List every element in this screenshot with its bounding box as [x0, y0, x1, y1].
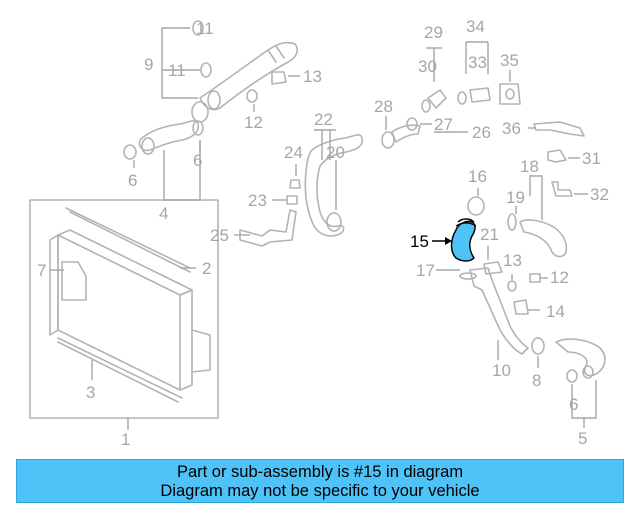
callout-22: 22: [314, 110, 333, 129]
callout-18: 18: [520, 157, 539, 176]
callout-13a: 13: [303, 67, 322, 86]
callout-29: 29: [424, 23, 443, 42]
callout-36: 36: [502, 119, 521, 138]
callout-6a: 6: [128, 171, 137, 190]
callout-19: 19: [506, 188, 525, 207]
callout-6c: 6: [569, 395, 578, 414]
callout-31: 31: [582, 149, 601, 168]
callout-12a: 12: [244, 113, 263, 132]
callout-13b: 13: [503, 251, 522, 270]
callout-5: 5: [578, 429, 587, 448]
middle-pipe-group: [234, 129, 364, 247]
callout-labels: 1 2 3 4 5 6 6 6 7 8 9 10 11 11 12 12 13 …: [37, 17, 609, 449]
callout-7: 7: [37, 261, 46, 280]
callout-8: 8: [532, 371, 541, 390]
callout-24: 24: [284, 143, 303, 162]
banner-line-1: Part or sub-assembly is #15 in diagram: [176, 463, 464, 481]
callout-35: 35: [500, 51, 519, 70]
callout-23: 23: [248, 191, 267, 210]
callout-10: 10: [492, 361, 511, 380]
callout-15: 15: [410, 232, 429, 251]
callout-16: 16: [468, 167, 487, 186]
callout-28: 28: [374, 97, 393, 116]
upper-right-group: [381, 41, 588, 197]
callout-4: 4: [159, 204, 168, 223]
part-15-highlighted[interactable]: [432, 218, 477, 262]
callout-34: 34: [466, 17, 485, 36]
upper-hose-group: [123, 20, 300, 201]
callout-25: 25: [210, 226, 229, 245]
callout-26: 26: [472, 123, 491, 142]
info-banner: Part or sub-assembly is #15 in diagram D…: [16, 459, 624, 503]
callout-11a: 11: [196, 19, 214, 38]
callout-2: 2: [202, 259, 211, 278]
callout-6b: 6: [193, 151, 202, 170]
callout-27: 27: [434, 115, 453, 134]
lower-right-group: [436, 175, 606, 428]
callout-32: 32: [590, 185, 609, 204]
callout-12b: 12: [550, 268, 569, 287]
callout-17: 17: [416, 261, 435, 280]
callout-30: 30: [418, 57, 437, 76]
callout-9: 9: [144, 55, 153, 74]
callout-20: 20: [326, 143, 345, 162]
banner-line-2: Diagram may not be specific to your vehi…: [160, 482, 480, 500]
intercooler-assembly: [29, 199, 219, 430]
callout-3: 3: [86, 383, 95, 402]
callout-11b: 11: [168, 61, 186, 80]
part-15-shape: [450, 220, 476, 262]
callout-14: 14: [546, 302, 565, 321]
callout-33: 33: [468, 53, 487, 72]
callout-21: 21: [480, 225, 499, 244]
callout-1: 1: [121, 430, 130, 449]
